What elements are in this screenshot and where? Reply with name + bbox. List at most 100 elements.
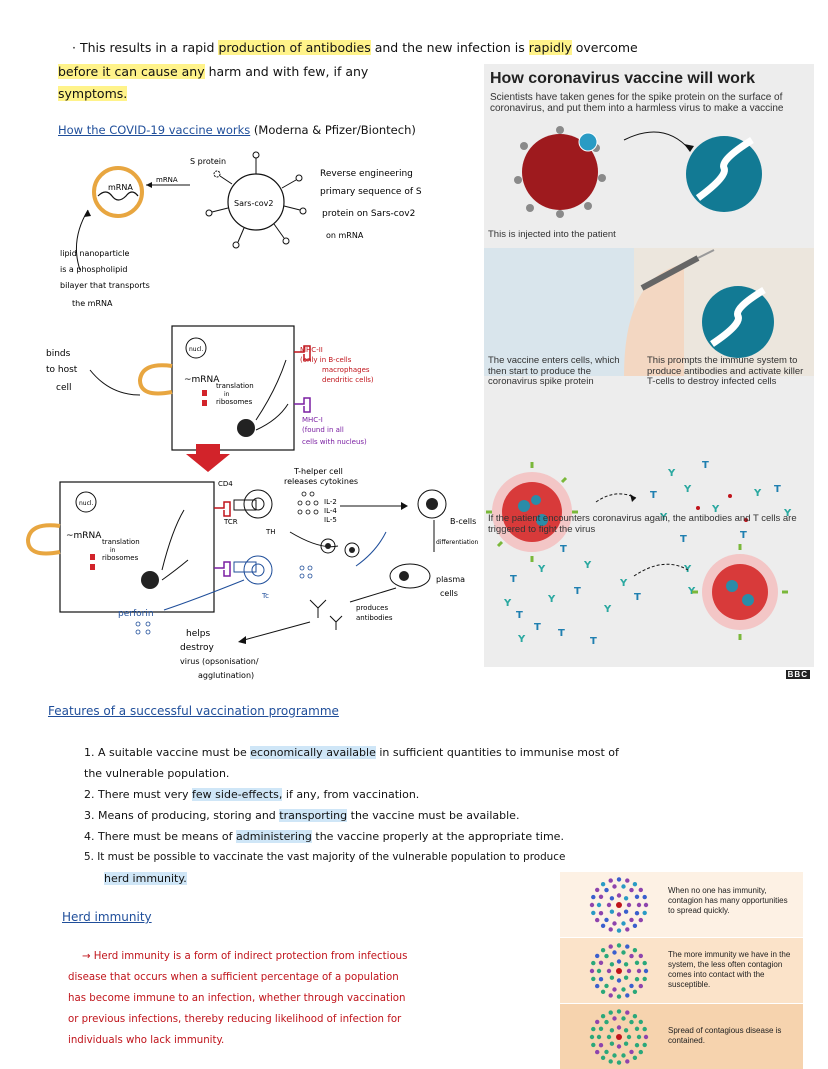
svg-text:Y: Y bbox=[603, 604, 612, 615]
svg-text:Y: Y bbox=[517, 634, 526, 645]
svg-text:Y: Y bbox=[583, 560, 592, 571]
person-dot bbox=[598, 977, 604, 982]
person-dot bbox=[596, 902, 602, 908]
svg-text:T: T bbox=[534, 622, 541, 633]
red-down-arrow bbox=[186, 444, 230, 472]
person-dot bbox=[608, 944, 613, 949]
coronavirus-icon bbox=[522, 134, 598, 210]
svg-text:T: T bbox=[702, 460, 709, 471]
person-dot bbox=[608, 993, 613, 998]
features-heading-text: Features of a successful vaccination pro… bbox=[48, 704, 339, 718]
person-dot bbox=[621, 921, 626, 926]
person-dot bbox=[616, 1025, 622, 1030]
person-dot bbox=[600, 1055, 606, 1060]
svg-text:T: T bbox=[650, 490, 657, 501]
svg-text:Y: Y bbox=[711, 504, 720, 515]
mrna-arrow-label: mRNA bbox=[156, 176, 178, 184]
intro-line-2: before it can cause any harm and with fe… bbox=[58, 64, 368, 79]
person-dot bbox=[604, 1049, 609, 1055]
bbc-subtitle: Scientists have taken genes for the spik… bbox=[490, 92, 784, 114]
bbc-logo: BBC bbox=[785, 670, 810, 679]
svg-text:Y: Y bbox=[547, 594, 556, 605]
person-dot bbox=[591, 910, 596, 916]
person-dot bbox=[609, 975, 615, 980]
cytotoxic-t-cell bbox=[243, 555, 273, 585]
person-dot bbox=[634, 1026, 640, 1031]
person-dot bbox=[612, 921, 617, 926]
tcr-label: TCR bbox=[223, 518, 238, 526]
features-heading: Features of a successful vaccination pro… bbox=[48, 704, 339, 718]
herd-panel-1-text: When no one has immunity, contagion has … bbox=[668, 886, 788, 915]
feature-item-5-cont: herd immunity. bbox=[104, 872, 187, 885]
person-dot bbox=[612, 884, 617, 889]
person-dot bbox=[609, 1041, 615, 1046]
person-dot bbox=[629, 953, 634, 959]
b-cell bbox=[417, 489, 447, 519]
infected-cell-icon bbox=[502, 482, 562, 542]
person-dot bbox=[638, 953, 643, 959]
person-dot bbox=[600, 923, 606, 928]
svg-text:Y: Y bbox=[659, 512, 668, 523]
person-dot bbox=[638, 917, 643, 923]
person-dot bbox=[608, 927, 613, 932]
person-dot bbox=[616, 877, 622, 882]
intro-highlight: production of antibodies bbox=[218, 40, 371, 55]
mrna-label: mRNA bbox=[108, 183, 133, 192]
mrna-label-3: ~mRNA bbox=[66, 531, 102, 541]
lipid-1: lipid nanoparticle bbox=[60, 249, 130, 258]
translation-5: in bbox=[110, 547, 116, 554]
infected-person-dot bbox=[616, 902, 622, 908]
person-dot bbox=[634, 977, 640, 982]
reverse-1: Reverse engineering bbox=[320, 169, 413, 179]
herd-immunity-infographic: When no one has immunity, contagion has … bbox=[560, 872, 803, 1069]
intro-text: harm and with few, if any bbox=[208, 64, 369, 79]
person-dot bbox=[591, 894, 596, 900]
person-dot bbox=[596, 1034, 602, 1040]
person-dot bbox=[626, 902, 632, 908]
il5: IL-5 bbox=[324, 516, 337, 524]
person-dot bbox=[598, 911, 604, 916]
virus-spikes bbox=[205, 151, 307, 249]
mhc2-4: dendritic cells) bbox=[322, 376, 374, 384]
binds-1: binds bbox=[46, 349, 71, 359]
herd-panel-3: Spread of contagious disease is containe… bbox=[560, 1004, 803, 1069]
nucleus-label-2: nucl. bbox=[79, 500, 94, 507]
person-dot bbox=[598, 1043, 604, 1048]
person-dot bbox=[598, 960, 604, 965]
person-dot bbox=[608, 878, 613, 883]
translation-4: translation bbox=[102, 538, 140, 546]
svg-text:T: T bbox=[516, 610, 523, 621]
person-dot bbox=[595, 887, 600, 893]
person-dot bbox=[591, 960, 596, 966]
person-dot bbox=[596, 968, 602, 974]
person-dot bbox=[625, 927, 630, 932]
person-dot bbox=[589, 968, 595, 974]
person-dot bbox=[643, 902, 649, 908]
intro-highlight: symptoms. bbox=[58, 86, 128, 101]
person-dot bbox=[600, 989, 606, 994]
person-dot bbox=[623, 896, 629, 901]
person-dot bbox=[636, 1034, 642, 1040]
cd4-label: CD4 bbox=[218, 480, 233, 488]
svg-text:T: T bbox=[680, 534, 687, 545]
population-no-immunity bbox=[589, 877, 649, 933]
person-dot bbox=[621, 1016, 626, 1021]
virus-label: Sars-cov2 bbox=[234, 199, 273, 208]
person-dot bbox=[634, 911, 640, 916]
t-helper-cell bbox=[243, 489, 273, 519]
person-dot bbox=[638, 887, 643, 893]
person-dot bbox=[616, 893, 622, 898]
person-dot bbox=[632, 923, 638, 928]
svg-text:Y: Y bbox=[667, 468, 676, 479]
herd-panel-1: When no one has immunity, contagion has … bbox=[560, 872, 803, 937]
feature-item-3: 3. Means of producing, storing and trans… bbox=[84, 809, 520, 822]
person-dot bbox=[623, 909, 629, 914]
person-dot bbox=[589, 1034, 595, 1040]
person-dot bbox=[595, 1019, 600, 1025]
person-dot bbox=[589, 902, 595, 908]
reverse-3: protein on Sars-cov2 bbox=[322, 209, 415, 219]
person-dot bbox=[612, 1016, 617, 1021]
herd-line-5: individuals who lack immunity. bbox=[68, 1035, 225, 1046]
person-dot bbox=[609, 1028, 615, 1033]
